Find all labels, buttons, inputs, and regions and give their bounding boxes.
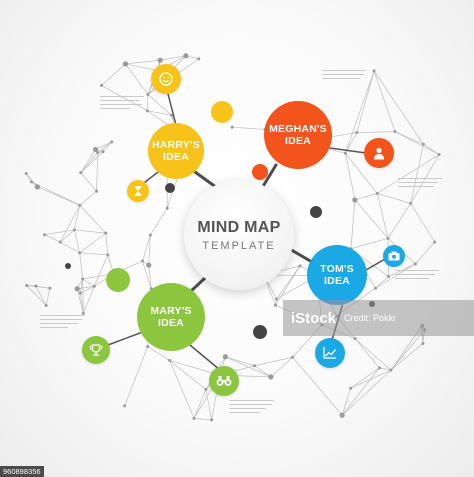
idea-label-tom: TOM'S IDEA <box>320 263 354 287</box>
trophy-icon <box>82 336 110 364</box>
image-id-tag: 960898356 <box>0 466 44 477</box>
text-note <box>100 96 144 112</box>
idea-node-harry: HARRY'S IDEA <box>148 123 204 179</box>
idea-label-harry: HARRY'S IDEA <box>152 139 200 163</box>
smiley-icon <box>151 64 181 94</box>
text-note <box>398 178 442 190</box>
text-note <box>230 400 274 416</box>
idea-label-mary: MARY'S IDEA <box>150 305 192 329</box>
chart-icon <box>315 338 345 368</box>
watermark-bar: iStock Credit: Pokki <box>283 300 474 336</box>
central-topic-subtitle: TEMPLATE <box>202 239 276 252</box>
camera-icon <box>383 245 405 267</box>
binoculars-icon <box>209 366 239 396</box>
person-icon <box>364 138 394 168</box>
central-topic-title: MIND MAP <box>197 218 281 236</box>
idea-label-meghan: MEGHAN'S IDEA <box>269 123 327 147</box>
text-note <box>322 70 366 82</box>
text-note <box>395 270 439 282</box>
idea-node-meghan: MEGHAN'S IDEA <box>264 101 332 169</box>
hourglass-icon <box>127 180 149 202</box>
text-note <box>40 315 84 331</box>
watermark-credit: Credit: Pokki <box>344 313 396 323</box>
watermark-brand: iStock <box>291 309 337 327</box>
idea-node-mary: MARY'S IDEA <box>137 283 205 351</box>
central-topic-node: MIND MAP TEMPLATE <box>184 180 294 290</box>
idea-node-tom: TOM'S IDEA <box>307 245 367 305</box>
